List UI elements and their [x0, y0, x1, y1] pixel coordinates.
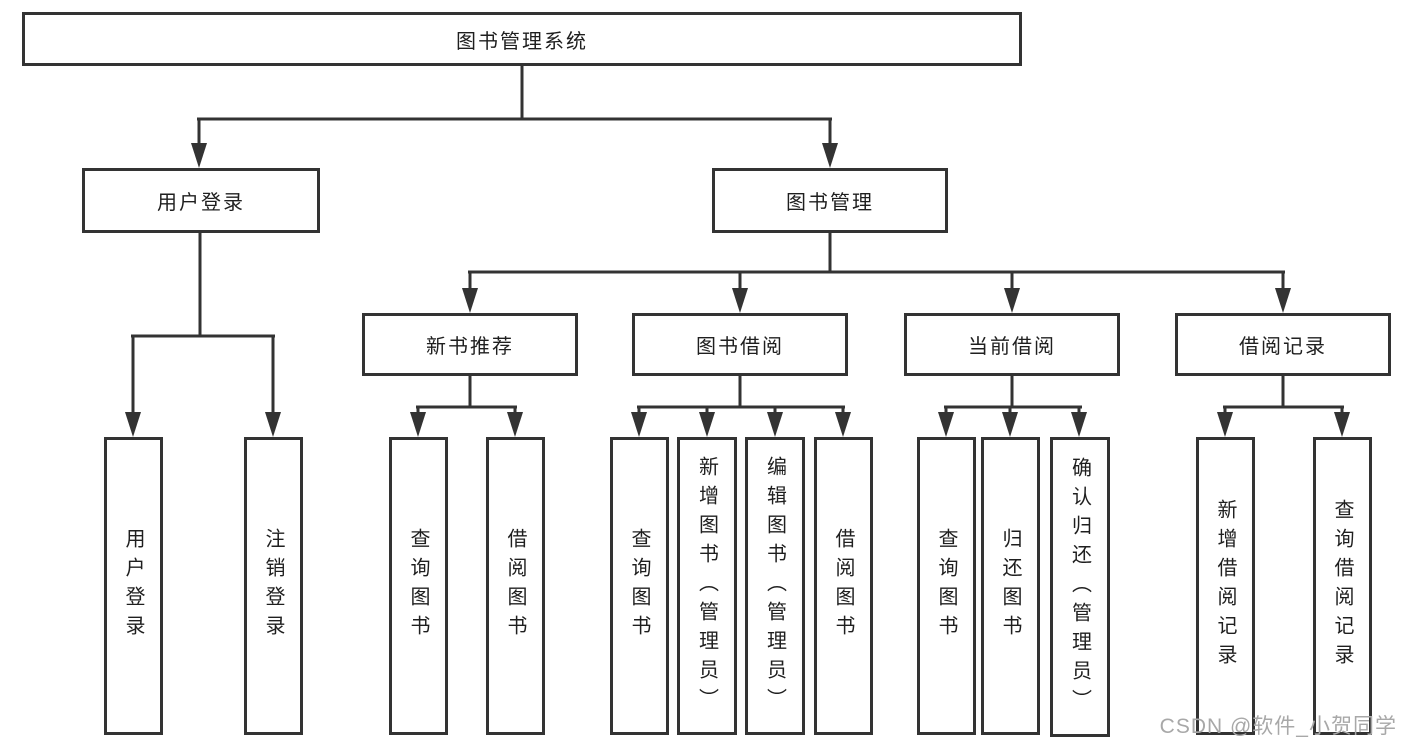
leaf-borrow-books: 借阅图书	[814, 437, 873, 735]
node-user-login-group: 用户登录	[82, 168, 320, 233]
leaf-add-borrow-record: 新增借阅记录	[1196, 437, 1255, 735]
leaf-add-books-admin: 新增图书（管理员）	[677, 437, 737, 735]
leaf-query-books-recommend: 查询图书	[389, 437, 448, 735]
node-book-management-group: 图书管理	[712, 168, 948, 233]
leaf-confirm-return-admin: 确认归还（管理员）	[1050, 437, 1110, 737]
node-new-book-recommend: 新书推荐	[362, 313, 578, 376]
leaf-query-books-current: 查询图书	[917, 437, 976, 735]
node-current-borrow: 当前借阅	[904, 313, 1120, 376]
leaf-query-borrow-record: 查询借阅记录	[1313, 437, 1372, 735]
node-borrow-record: 借阅记录	[1175, 313, 1391, 376]
leaf-borrow-books-recommend: 借阅图书	[486, 437, 545, 735]
csdn-watermark: CSDN @软件_小贺同学	[1159, 715, 1397, 738]
leaf-query-books-borrow: 查询图书	[610, 437, 669, 735]
leaf-logout: 注销登录	[244, 437, 303, 735]
leaf-edit-books-admin: 编辑图书（管理员）	[745, 437, 805, 735]
leaf-user-login: 用户登录	[104, 437, 163, 735]
leaf-return-books: 归还图书	[981, 437, 1040, 735]
node-book-borrow: 图书借阅	[632, 313, 848, 376]
node-library-management-system: 图书管理系统	[22, 12, 1022, 66]
